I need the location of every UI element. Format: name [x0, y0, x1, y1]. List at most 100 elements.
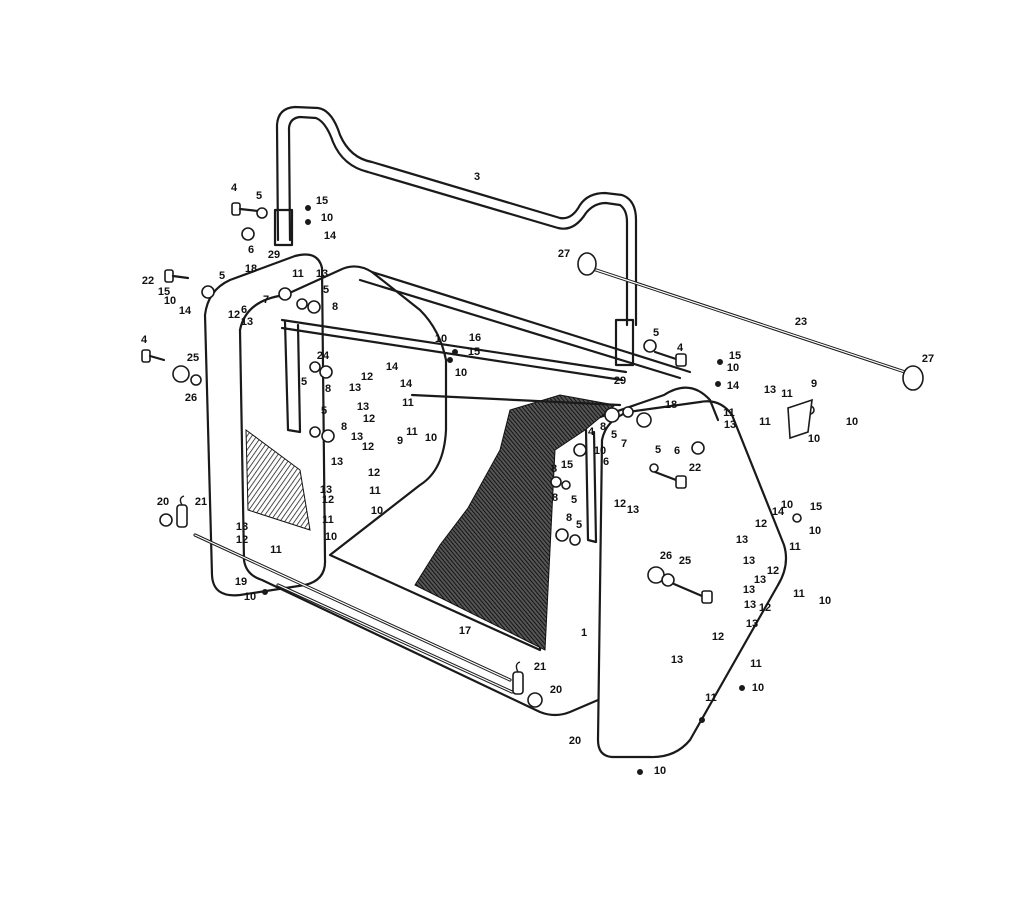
label-part-20: 20 [569, 735, 581, 747]
label-part-13: 13 [320, 484, 332, 496]
label-part-11: 11 [705, 692, 717, 704]
label-part-11: 11 [402, 397, 414, 409]
label-part-21: 21 [534, 661, 546, 673]
label-part-12: 12 [767, 565, 779, 577]
label-part-13: 13 [351, 431, 363, 443]
label-part-25: 25 [187, 352, 199, 364]
label-part-13: 13 [754, 574, 766, 586]
label-part-10: 10 [244, 591, 256, 603]
label-part-15: 15 [468, 346, 480, 358]
part-number-labels: 3 4 5 15 10 14 6 29 27 18 22 5 15 10 14 … [141, 171, 934, 777]
label-part-8: 8 [551, 463, 557, 475]
label-part-6: 6 [603, 456, 609, 468]
label-part-12: 12 [363, 413, 375, 425]
label-part-12: 12 [362, 441, 374, 453]
label-part-12: 12 [759, 602, 771, 614]
label-part-11: 11 [723, 407, 735, 419]
label-part-13: 13 [746, 618, 758, 630]
brace-bars [280, 318, 628, 544]
label-part-12: 12 [236, 534, 248, 546]
label-part-13: 13 [241, 316, 253, 328]
label-part-4: 4 [141, 334, 148, 346]
label-part-14: 14 [386, 361, 399, 373]
label-part-7: 7 [621, 438, 627, 450]
label-part-14: 14 [324, 230, 337, 242]
label-part-10: 10 [654, 765, 666, 777]
label-part-15: 15 [810, 501, 822, 513]
label-part-29: 29 [268, 249, 280, 261]
label-part-10: 10 [819, 595, 831, 607]
label-part-10: 10 [727, 362, 739, 374]
label-part-4: 4 [677, 342, 684, 354]
label-part-27: 27 [558, 248, 570, 260]
label-part-11: 11 [759, 416, 771, 428]
label-part-5: 5 [323, 284, 329, 296]
label-part-9: 9 [397, 435, 403, 447]
label-part-11: 11 [292, 268, 304, 280]
label-part-18: 18 [665, 399, 677, 411]
label-part-20: 20 [550, 684, 562, 696]
label-part-25: 25 [679, 555, 691, 567]
label-part-10: 10 [846, 416, 858, 428]
label-part-10: 10 [594, 445, 606, 457]
label-part-26: 26 [660, 550, 672, 562]
label-part-10: 10 [808, 433, 820, 445]
left-side-panel [203, 253, 327, 597]
label-part-13: 13 [671, 654, 683, 666]
label-part-22: 22 [142, 275, 154, 287]
label-part-23: 23 [795, 316, 807, 328]
label-part-8: 8 [600, 421, 606, 433]
label-part-11: 11 [406, 426, 418, 438]
label-part-10: 10 [425, 432, 437, 444]
label-part-13: 13 [236, 521, 248, 533]
label-part-11: 11 [270, 544, 282, 556]
label-part-13: 13 [736, 534, 748, 546]
label-part-8: 8 [341, 421, 347, 433]
label-part-15: 15 [729, 350, 741, 362]
label-part-8: 8 [325, 383, 331, 395]
label-part-5: 5 [321, 405, 327, 417]
hardware [141, 202, 815, 775]
label-part-5: 5 [301, 376, 307, 388]
label-part-4: 4 [588, 426, 595, 438]
label-part-8: 8 [552, 492, 558, 504]
label-part-5: 5 [256, 190, 262, 202]
label-part-10: 10 [164, 295, 176, 307]
bolt-4-top-left [231, 202, 260, 216]
label-part-12: 12 [614, 498, 626, 510]
end-caps [577, 252, 924, 391]
label-part-10: 10 [325, 531, 337, 543]
label-part-13: 13 [627, 504, 639, 516]
label-part-15: 15 [561, 459, 573, 471]
label-part-26: 26 [185, 392, 197, 404]
label-part-11: 11 [322, 514, 334, 526]
label-part-22: 22 [689, 462, 701, 474]
label-part-5: 5 [576, 519, 582, 531]
label-part-13: 13 [316, 268, 328, 280]
label-part-8: 8 [566, 512, 572, 524]
label-part-18: 18 [245, 263, 257, 275]
basket-body [238, 265, 720, 717]
label-part-9: 9 [811, 378, 817, 390]
label-part-10: 10 [752, 682, 764, 694]
label-part-13: 13 [349, 382, 361, 394]
label-part-10: 10 [321, 212, 333, 224]
label-part-12: 12 [368, 467, 380, 479]
label-part-10: 10 [809, 525, 821, 537]
label-part-14: 14 [400, 378, 413, 390]
bolt-22-right [653, 470, 687, 489]
label-part-10: 10 [371, 505, 383, 517]
label-part-12: 12 [228, 309, 240, 321]
label-part-19: 19 [235, 576, 247, 588]
bolt-22-left [164, 269, 190, 283]
label-part-14: 14 [772, 506, 785, 518]
label-part-12: 12 [322, 494, 334, 506]
label-part-17: 17 [459, 625, 471, 637]
label-part-6: 6 [241, 304, 247, 316]
label-part-29: 29 [614, 375, 626, 387]
label-part-12: 12 [712, 631, 724, 643]
label-part-14: 14 [179, 305, 192, 317]
label-part-7: 7 [263, 294, 269, 306]
carry-handle [273, 105, 638, 367]
